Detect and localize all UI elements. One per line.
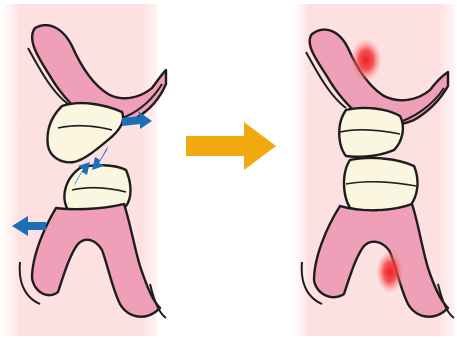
- right-arrow-icon: [186, 122, 276, 170]
- inflammation-spot: [376, 250, 404, 294]
- inflammation-spot: [350, 38, 382, 82]
- panel-before: [2, 4, 166, 336]
- panel-after: [293, 4, 455, 336]
